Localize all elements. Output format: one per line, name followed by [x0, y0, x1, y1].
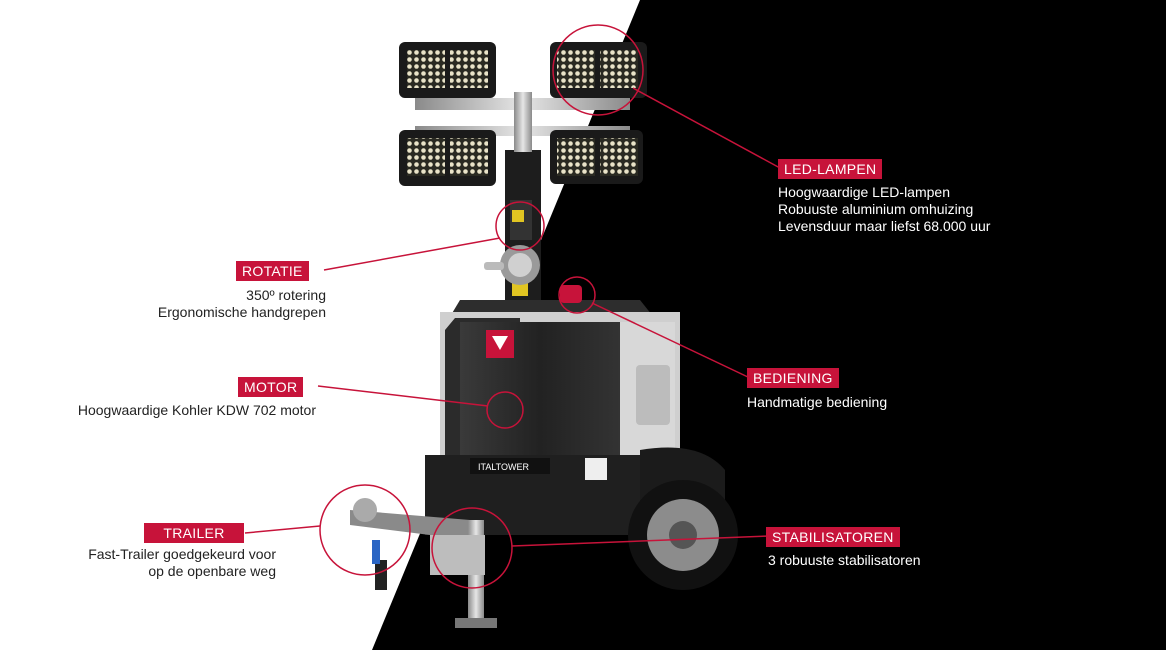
stabilizers-line-1: 3 robuuste stabilisatoren: [768, 552, 921, 568]
controls-title-badge: BEDIENING: [747, 368, 839, 388]
led-line-1: Hoogwaardige LED-lampen: [778, 184, 950, 200]
led-lamp: [550, 130, 643, 184]
controls-description: Handmatige bediening: [747, 394, 887, 411]
rotation-highlight-ring: [495, 201, 545, 251]
stabilizers-title-badge: STABILISATOREN: [766, 527, 900, 547]
trailer-title-badge: TRAILER: [144, 523, 244, 543]
motor-connector: [317, 385, 489, 407]
led-title-badge: LED-LAMPEN: [778, 159, 883, 179]
rotation-line-2: Ergonomische handgrepen: [157, 304, 326, 320]
rotation-description: 350º rotering Ergonomische handgrepen: [158, 287, 326, 321]
controls-line-1: Handmatige bediening: [747, 394, 888, 410]
controls-highlight-ring: [558, 276, 596, 314]
led-connector: [632, 87, 781, 169]
led-highlight-ring: [552, 24, 644, 116]
stabilizer-connector: [511, 535, 771, 547]
brand-label: ITALTOWER: [478, 462, 530, 472]
rotation-line-1: 350º rotering: [246, 287, 326, 303]
motor-description: Hoogwaardige Kohler KDW 702 motor: [78, 402, 316, 419]
led-lamp: [399, 130, 496, 186]
trailer-highlight-ring: [319, 484, 411, 576]
control-handle: [560, 285, 582, 303]
trailer-description: Fast-Trailer goedgekeurd voor op de open…: [88, 546, 276, 580]
controls-connector: [591, 302, 751, 379]
stabilizers-description: 3 robuuste stabilisatoren: [768, 552, 921, 569]
trailer-line-1: Fast-Trailer goedgekeurd voor: [88, 546, 276, 562]
trailer-line-2: op de openbare weg: [148, 563, 276, 579]
motor-line-1: Hoogwaardige Kohler KDW 702 motor: [77, 402, 316, 418]
trailer-connector: [244, 525, 321, 534]
rotation-title-badge: ROTATIE: [236, 261, 309, 281]
motor-highlight-ring: [486, 391, 524, 429]
motor-title-badge: MOTOR: [238, 377, 304, 397]
rotation-connector: [323, 237, 501, 271]
led-line-3: Levensduur maar liefst 68.000 uur: [778, 218, 991, 234]
stabilizer-highlight-ring: [431, 507, 513, 589]
led-lamp: [399, 42, 496, 98]
led-description: Hoogwaardige LED-lampen Robuuste alumini…: [778, 184, 990, 235]
led-line-2: Robuuste aluminium omhuizing: [778, 201, 974, 217]
led-lamp: [550, 42, 647, 98]
